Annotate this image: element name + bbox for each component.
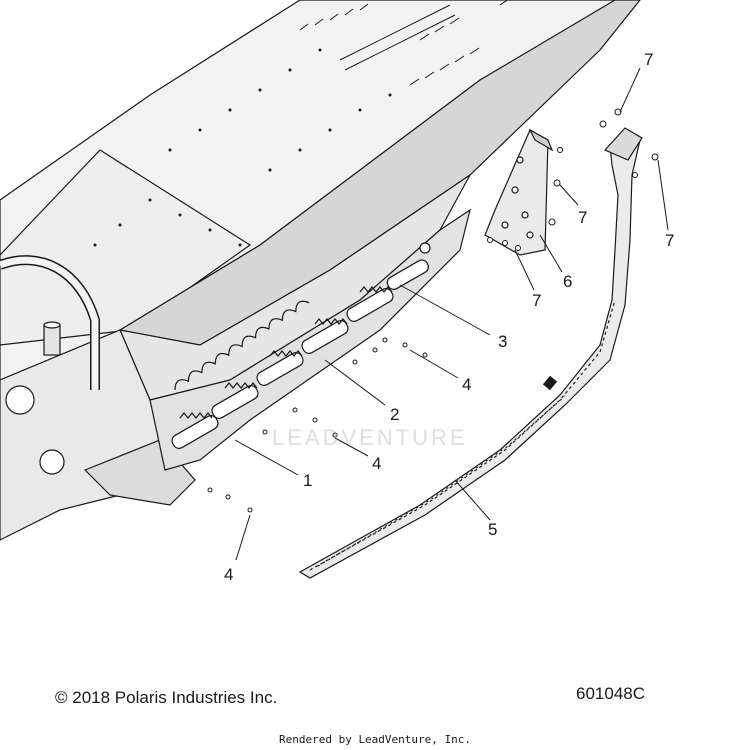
callout-4-middle: 4: [372, 454, 381, 473]
deck-vents: [299, 0, 509, 86]
callout-4-upper: 4: [462, 375, 471, 394]
watermark: LEADVENTURE: [272, 425, 468, 450]
part-number: 601048C: [576, 684, 646, 703]
callout-5: 5: [488, 520, 497, 539]
chassis-frame: [0, 0, 641, 541]
callout-2: 2: [390, 405, 399, 424]
callout-3: 3: [498, 332, 507, 351]
callout-7-lower: 7: [532, 291, 541, 310]
callout-6: 6: [563, 272, 572, 291]
callout-7-right: 7: [665, 231, 674, 250]
mounting-bracket: [484, 128, 554, 256]
callout-7-top: 7: [644, 50, 653, 69]
rendered-by-text: Rendered by LeadVenture, Inc.: [278, 733, 472, 746]
callout-labels: 1 2 3 4 4 4 5 6 7 7 7 7: [224, 50, 674, 584]
rivet-holes: [93, 48, 392, 247]
callout-1: 1: [303, 471, 312, 490]
footrest-plate: [149, 208, 471, 471]
callout-4-lower: 4: [224, 565, 233, 584]
fasteners: [207, 108, 659, 513]
callout-7-bracket: 7: [578, 208, 587, 227]
leader-lines: [234, 67, 669, 561]
running-board-rail: [298, 127, 643, 579]
copyright-text: © 2018 Polaris Industries Inc.: [55, 688, 278, 707]
